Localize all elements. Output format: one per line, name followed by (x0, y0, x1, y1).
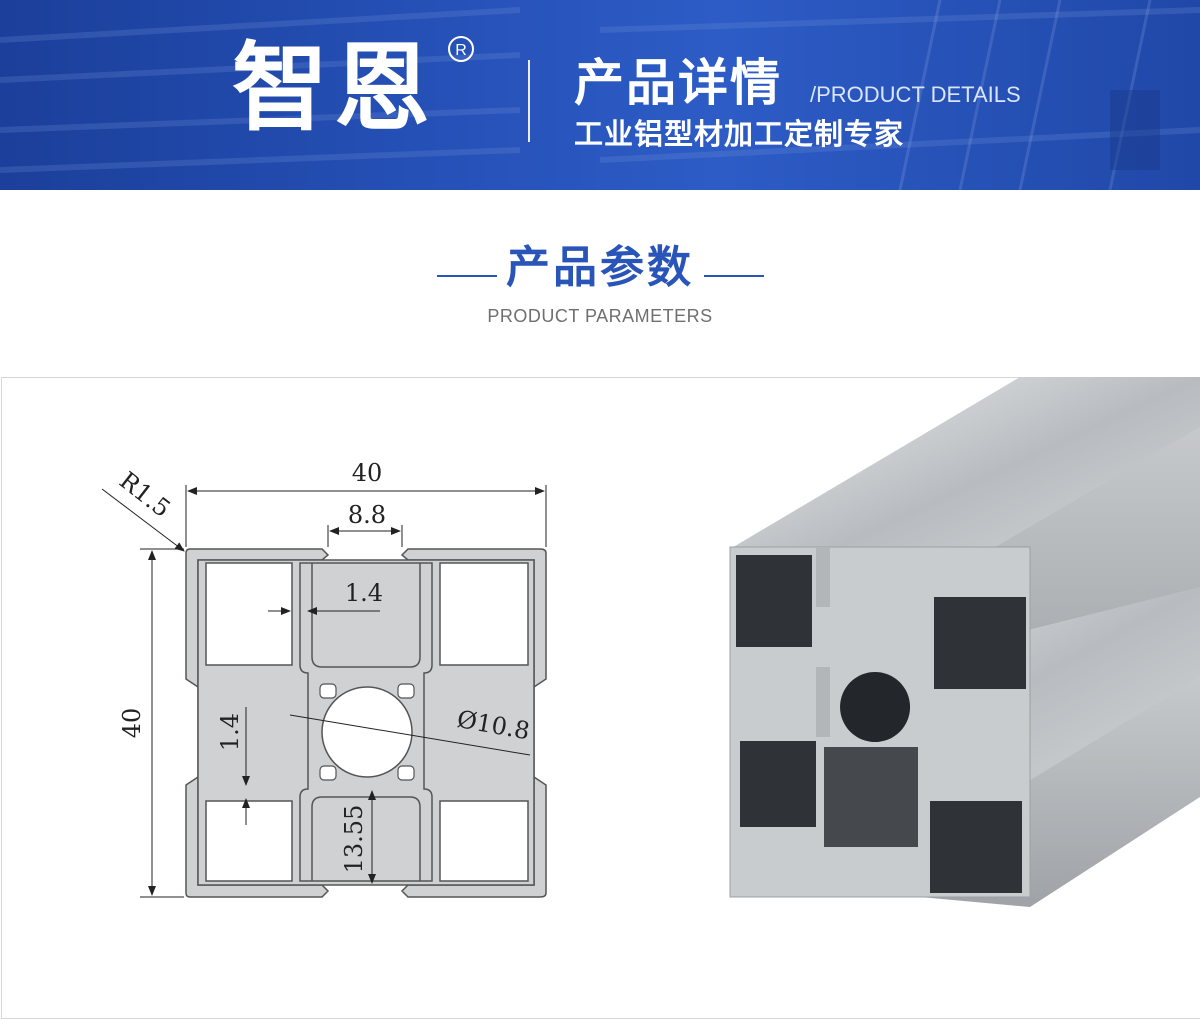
banner-divider (528, 60, 530, 142)
banner-subtitle: 工业铝型材加工定制专家 (574, 117, 905, 151)
section-title: 产品参数 (506, 242, 694, 293)
dimension-height-label: 40 (118, 708, 146, 739)
profile-cross-section-drawing: 40 8.8 1.4 R1.5 40 1.4 Ø10.8 13.55 (101, 459, 547, 898)
dimension-depth-label: 13.55 (340, 805, 368, 874)
dimension-width-label: 40 (352, 459, 383, 487)
registered-mark-letter: R (455, 42, 467, 59)
section-subtitle: PRODUCT PARAMETERS (487, 306, 713, 326)
brand-logo-text: 智恩 (232, 32, 436, 144)
dimension-radius-label: R1.5 (114, 466, 176, 523)
registered-trademark-icon: R (448, 36, 474, 62)
banner-title-en: /PRODUCT DETAILS (810, 82, 1021, 107)
profile-shape (185, 548, 547, 898)
banner-background-pattern (0, 0, 1200, 190)
banner-title: 产品详情 (574, 54, 782, 112)
section-title-line-left (437, 275, 497, 277)
section-title-line-right (704, 275, 764, 277)
header-banner: 智恩 R 产品详情 /PRODUCT DETAILS 工业铝型材加工定制专家 (0, 0, 1200, 190)
aluminum-profile-photo (729, 377, 1200, 907)
dimension-wall-label-horizontal: 1.4 (345, 579, 383, 607)
dimension-lines (101, 485, 547, 898)
dimension-wall-label-vertical: 1.4 (216, 713, 244, 751)
dimension-slot-label: 8.8 (348, 501, 386, 529)
